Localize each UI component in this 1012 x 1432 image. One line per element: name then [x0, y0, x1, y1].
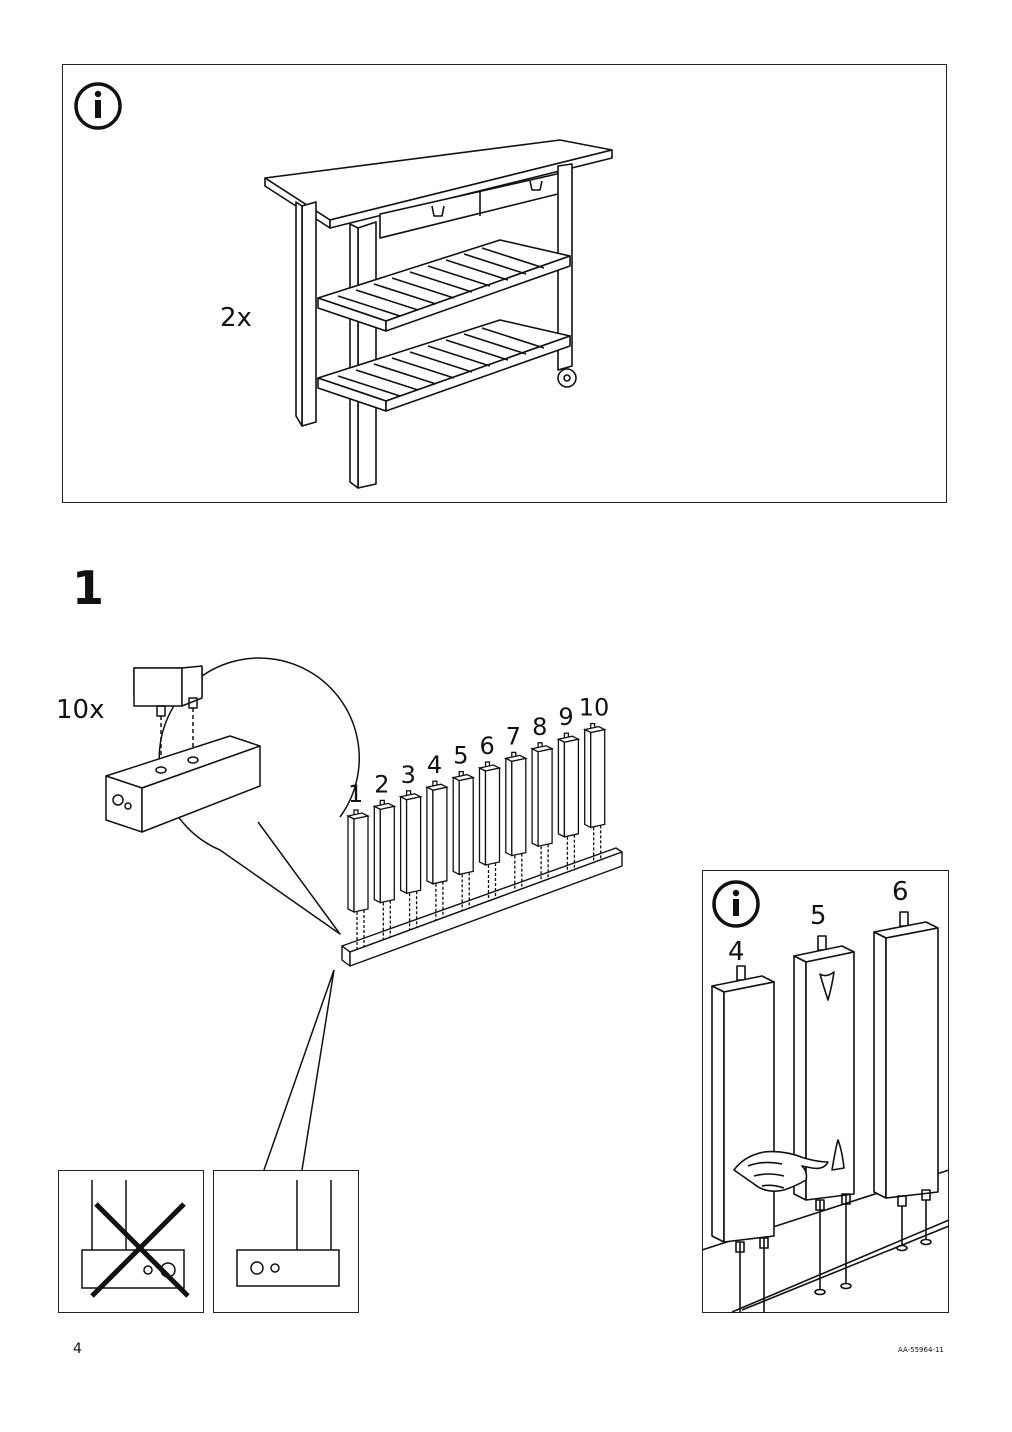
quantity-label: 2x [220, 303, 252, 333]
leg-10: 10 [579, 694, 610, 863]
info-icon [74, 82, 122, 130]
leg-number-label: 7 [506, 722, 521, 750]
magnified-detail [105, 657, 360, 935]
detail-quantity: 10x [56, 695, 104, 725]
leg-number-label: 4 [427, 751, 442, 779]
svg-text:1: 1 [72, 561, 104, 615]
leg-label-5: 5 [810, 901, 827, 931]
leg-number-label: 5 [453, 742, 468, 770]
incorrect-orientation-illustration [81, 1180, 190, 1298]
correct-orientation-illustration [236, 1180, 340, 1287]
step-number: 1 [72, 561, 104, 615]
correct-orientation-box [213, 1170, 359, 1313]
page-number: 4 [73, 1341, 82, 1357]
incorrect-orientation-box [58, 1170, 204, 1313]
pointer-line [263, 969, 335, 1171]
leg-3: 3 [398, 761, 423, 931]
leg-number-label: 3 [401, 761, 416, 789]
info-panel-legs-order [702, 870, 949, 1313]
leg-number-label: 6 [480, 732, 495, 760]
leg-number-label: 9 [558, 703, 573, 731]
leg-7: 7 [503, 722, 528, 892]
leg-1: 1 [346, 780, 370, 950]
leg-9: 9 [556, 703, 581, 873]
svg-text:2x: 2x [220, 303, 252, 333]
info-panel [62, 64, 947, 503]
leg-label-4: 4 [728, 937, 745, 967]
leg-number-label: 2 [374, 770, 389, 798]
leg-number-label: 8 [532, 713, 547, 741]
leg-2: 2 [372, 770, 397, 941]
leg-number-label: 1 [348, 780, 363, 808]
leg-label-6: 6 [892, 877, 909, 907]
legs-closeup-illustration: 4 5 6 [701, 877, 950, 1313]
leg-number-label: 10 [579, 694, 610, 722]
kitchen-island-illustration [264, 139, 613, 489]
leg-4: 4 [424, 751, 449, 921]
svg-text:10x: 10x [56, 695, 104, 725]
document-code: AA-55964-11 [898, 1346, 944, 1354]
leg-8: 8 [530, 713, 555, 883]
leg-5: 5 [451, 742, 476, 912]
leg-6: 6 [477, 732, 502, 902]
info-icon-2 [712, 880, 760, 928]
